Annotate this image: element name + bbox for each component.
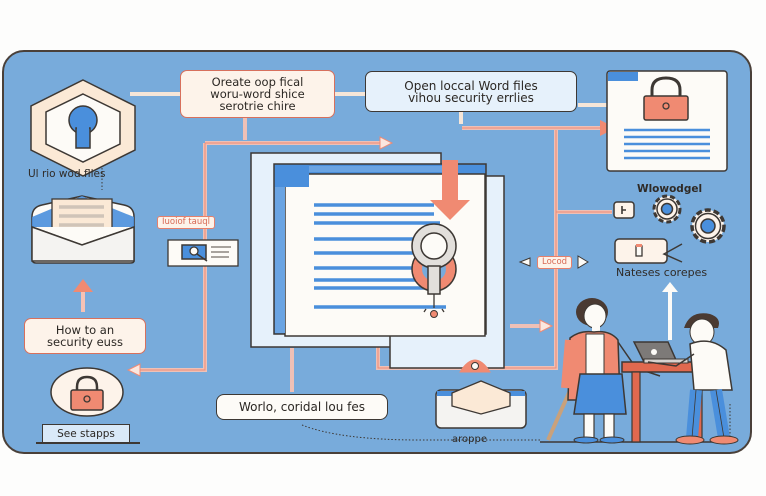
envelope-icon-bottom bbox=[435, 380, 527, 429]
people-illustration bbox=[540, 298, 739, 445]
create-line-3: serotrie chire bbox=[219, 99, 296, 113]
see-steps-label: See stapрs bbox=[57, 428, 115, 440]
create-line-1: Oreate oop fical bbox=[211, 75, 304, 89]
arrowhead-left-up bbox=[73, 279, 93, 292]
envelope-caption: aroppe bbox=[452, 434, 487, 445]
how-to-line-2: security euss bbox=[47, 335, 123, 349]
key-icon bbox=[411, 223, 457, 318]
keyhole-icon bbox=[30, 79, 136, 177]
gear-caption: Wlowodgel bbox=[637, 183, 703, 195]
play-icon[interactable] bbox=[613, 201, 635, 219]
open-line-1: Open loccal Word files bbox=[404, 78, 538, 93]
arrowhead-top bbox=[379, 136, 394, 150]
arrowhead-load-right bbox=[577, 255, 589, 269]
open-step-box[interactable]: Open loccal Word files vihou security er… bbox=[365, 71, 577, 112]
world-box[interactable]: Worlo, coridal lou fes bbox=[216, 394, 388, 420]
envelope-icon bbox=[31, 195, 135, 264]
notes-caption: Nateses corepes bbox=[616, 266, 708, 279]
magnifier-icon[interactable] bbox=[167, 239, 239, 267]
load-tag[interactable]: Locod bbox=[537, 256, 573, 269]
left-tag[interactable]: Iuoiof tauql bbox=[157, 216, 216, 229]
arrowhead-doc-right bbox=[539, 319, 554, 333]
down-arrow-icon bbox=[430, 160, 470, 220]
notes-icon[interactable] bbox=[614, 238, 686, 264]
gear-icon bbox=[652, 194, 726, 244]
create-line-2: woru-word shice bbox=[210, 87, 305, 101]
how-to-box[interactable]: How to an security euss bbox=[24, 318, 146, 354]
how-to-line-1: How to an bbox=[55, 323, 115, 337]
see-steps-button[interactable]: See stapрs bbox=[42, 424, 130, 443]
locked-document-icon bbox=[606, 70, 728, 172]
padlock-icon bbox=[50, 367, 124, 417]
open-line-2: vihou security errlies bbox=[408, 90, 534, 105]
arrowhead-load-left bbox=[518, 257, 531, 267]
arrowhead-left bbox=[126, 363, 141, 377]
create-step-box[interactable]: Oreate oop fical woru-word shice serotri… bbox=[180, 70, 335, 118]
triangle-node-icon bbox=[459, 359, 491, 373]
world-label: Worlo, coridal lou fes bbox=[238, 400, 366, 414]
see-steps-base bbox=[36, 442, 140, 444]
keyhole-caption: Ul rio wod flles bbox=[28, 168, 106, 180]
